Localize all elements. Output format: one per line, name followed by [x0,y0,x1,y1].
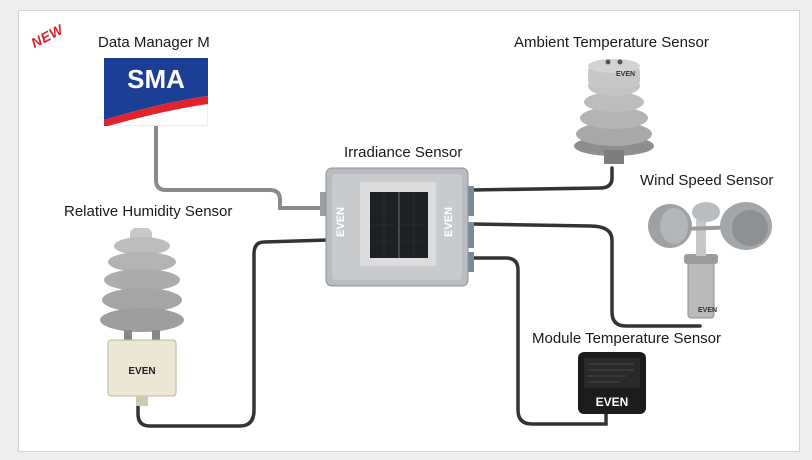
sma-logo: SMA [104,58,208,126]
wind-brand-text: EVEN [698,307,717,314]
wind-speed-sensor: EVEN [648,202,772,319]
irradiance-sensor: EVEN EVEN [320,167,474,287]
sma-logo-text: SMA [127,64,185,94]
cable-ambient [470,166,614,192]
ambient-temperature-sensor: EVEN [574,59,654,164]
label-irradiance: Irradiance Sensor [344,144,463,161]
cable-wind [470,222,702,328]
cable-data-manager [154,124,322,210]
label-data-manager: Data Manager M [98,34,210,51]
cable-humidity [136,238,330,428]
label-module-temperature: Module Temperature Sensor [532,330,721,347]
irradiance-brand-right: EVEN [443,207,455,237]
label-ambient-temperature: Ambient Temperature Sensor [514,34,709,51]
module-brand-text: EVEN [596,395,629,409]
label-wind-speed: Wind Speed Sensor [640,172,774,189]
irradiance-brand-left: EVEN [335,207,347,237]
ambient-brand-text: EVEN [616,71,635,78]
cable-module [470,256,608,426]
module-temperature-sensor: EVEN [578,352,646,414]
humidity-brand-text: EVEN [128,366,155,377]
label-relative-humidity: Relative Humidity Sensor [64,203,233,220]
relative-humidity-sensor: EVEN [100,228,184,406]
